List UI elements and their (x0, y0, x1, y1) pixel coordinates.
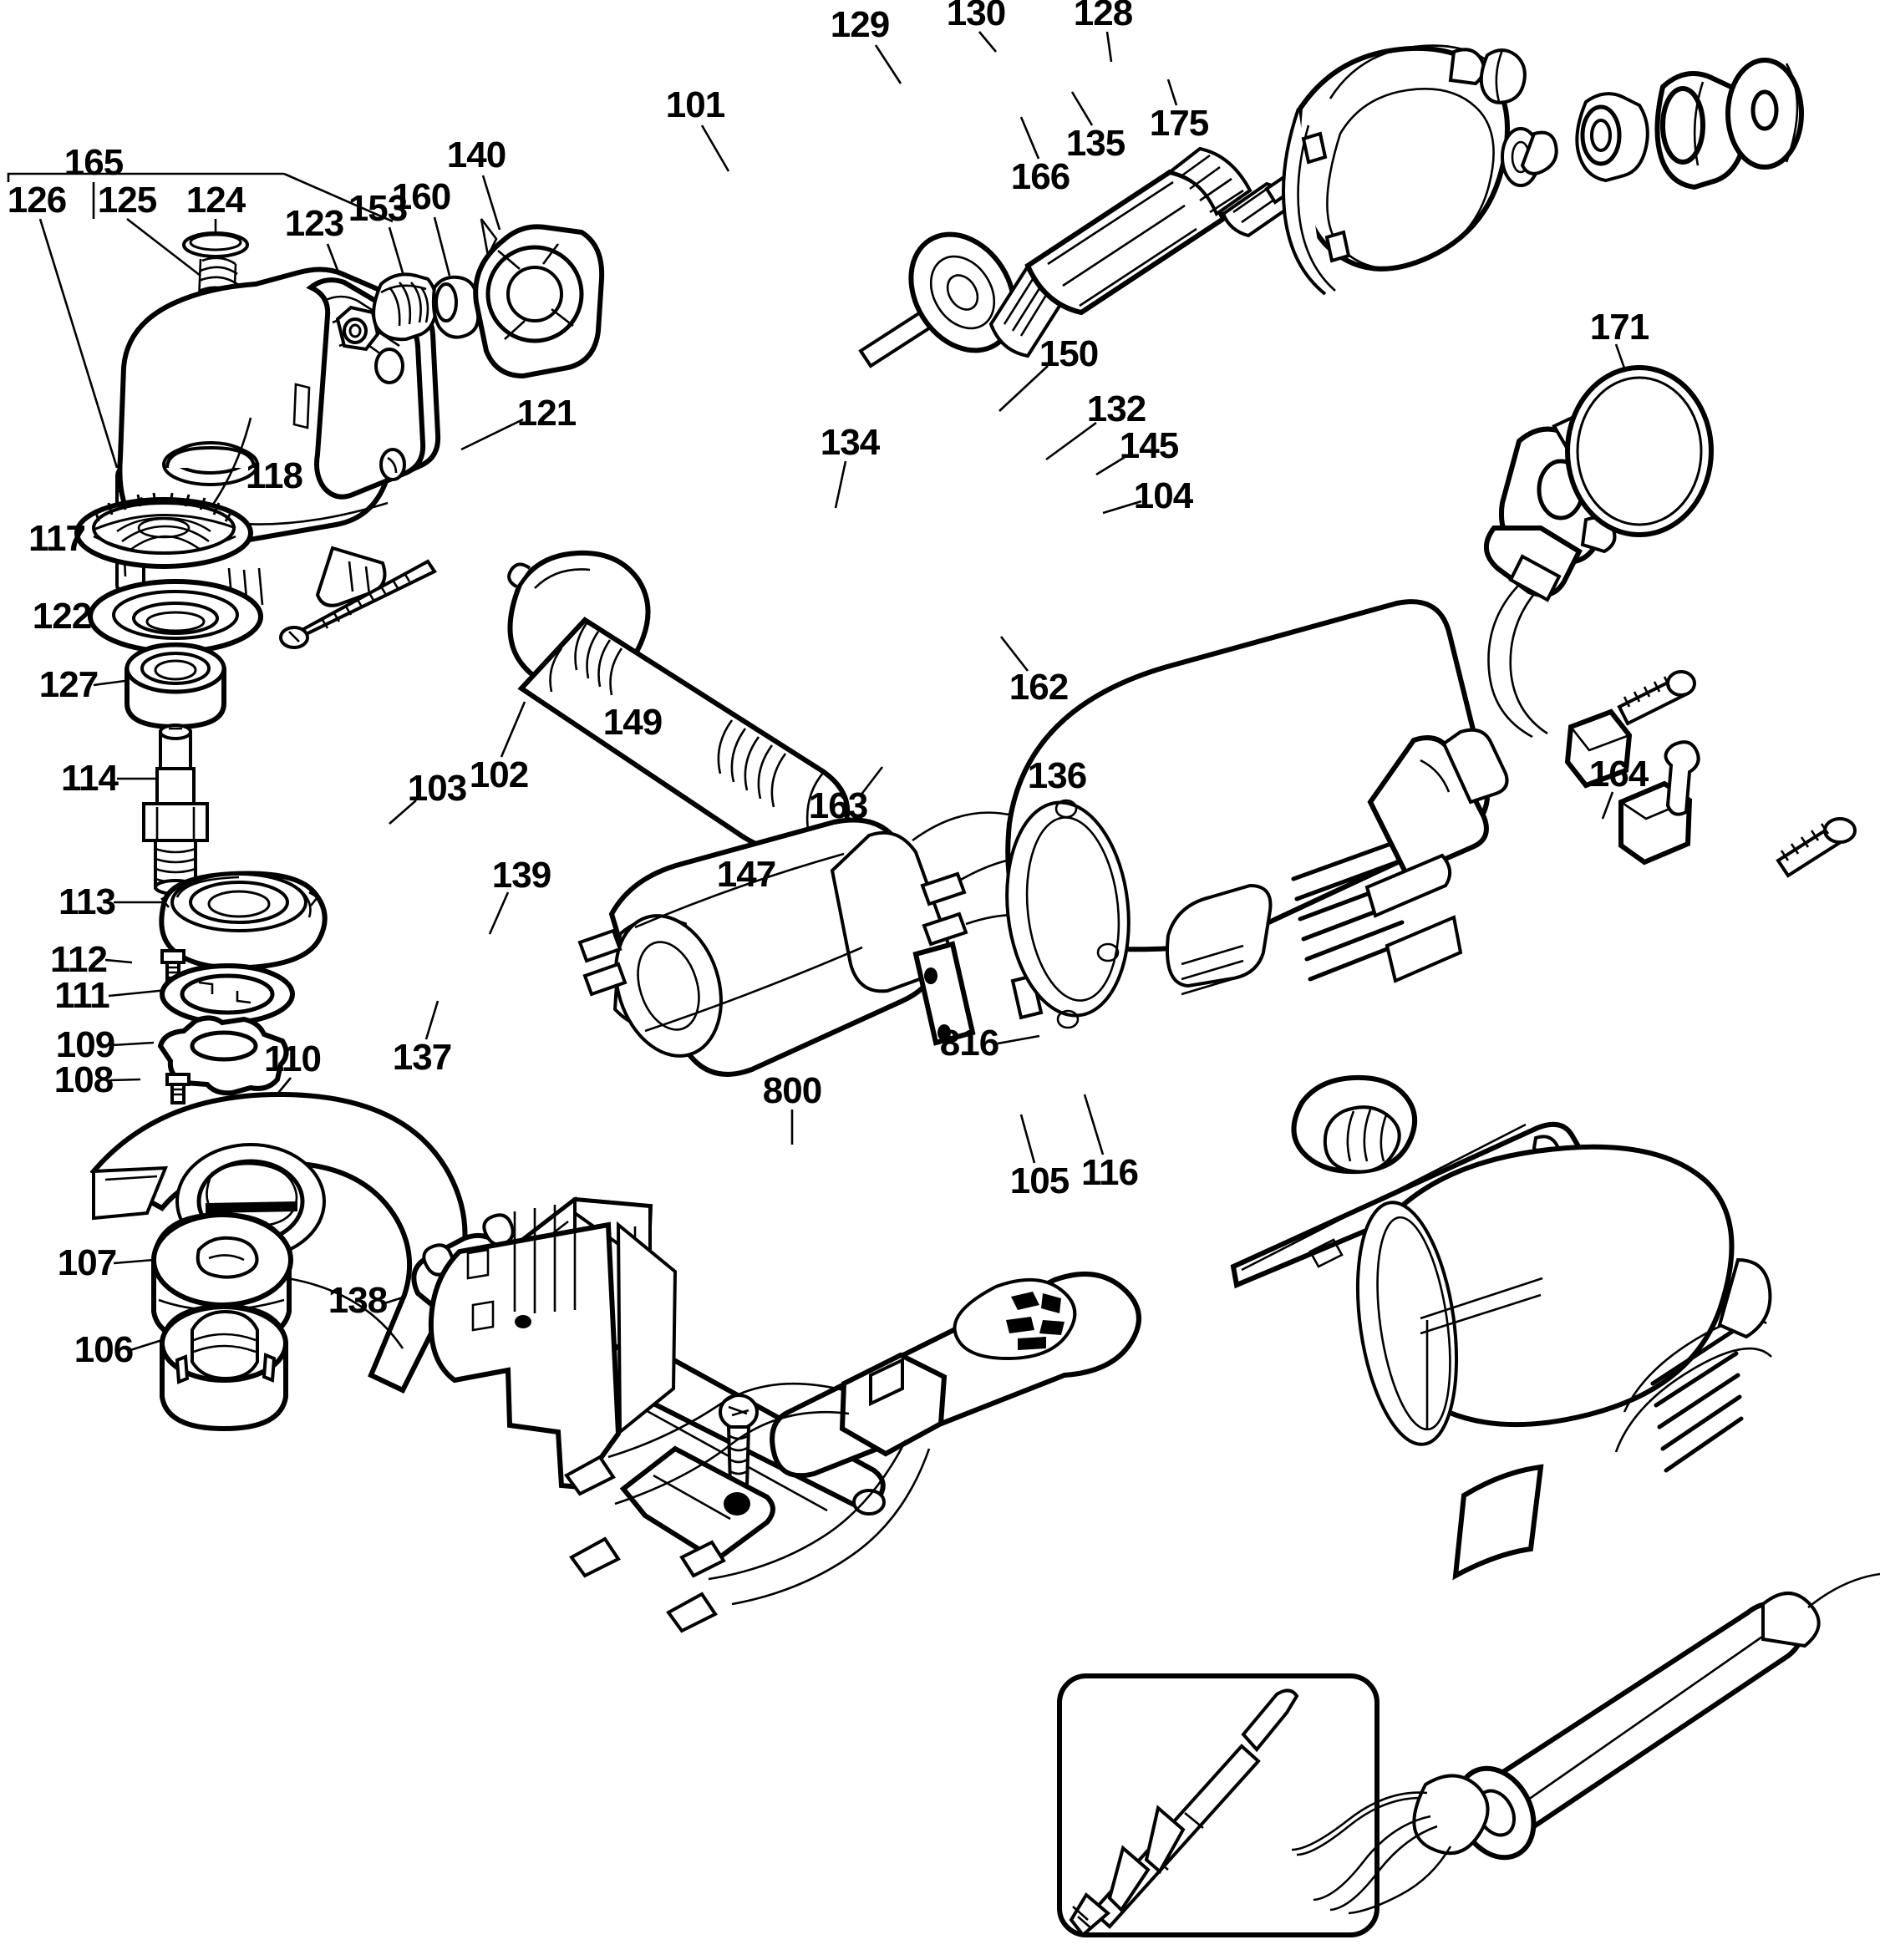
callout-140[interactable]: 140 (446, 135, 506, 175)
callout-163[interactable]: 163 (808, 785, 868, 826)
callout-104[interactable]: 104 (1133, 475, 1193, 516)
part-108-screw (165, 1073, 191, 1104)
callout-109[interactable]: 109 (55, 1024, 115, 1065)
callout-137[interactable]: 137 (392, 1037, 452, 1078)
part-102-field (577, 811, 1114, 1077)
part-140-baffle-plate (473, 218, 605, 379)
callout-132[interactable]: 132 (1086, 388, 1146, 429)
callout-130[interactable]: 130 (946, 0, 1006, 33)
callout-166[interactable]: 166 (1010, 156, 1070, 197)
part-149-terminal-insulator (912, 941, 976, 1046)
part-147-switch-assembly (564, 1271, 1141, 1633)
part-134-motor-housing (1005, 599, 1509, 1029)
part-118-screw (279, 559, 437, 649)
callout-160[interactable]: 160 (391, 176, 451, 217)
callout-128[interactable]: 128 (1073, 0, 1133, 33)
callout-135[interactable]: 135 (1065, 123, 1125, 164)
callout-112[interactable]: 112 (50, 939, 108, 980)
callout-118[interactable]: 118 (246, 455, 303, 496)
part-123-nut (335, 305, 380, 352)
callout-111[interactable]: 111 (54, 975, 110, 1016)
callout-117[interactable]: 117 (28, 518, 86, 559)
part-153-pinion-gear (372, 272, 439, 342)
callout-102[interactable]: 102 (469, 754, 529, 795)
callout-125[interactable]: 125 (97, 180, 157, 221)
callout-105[interactable]: 105 (1009, 1160, 1070, 1201)
part-145-screw (1617, 670, 1696, 726)
part-104-carbon-brush (1618, 740, 1700, 866)
part-113-bearing-plate (159, 871, 328, 971)
part-116-power-cord (1480, 1572, 1880, 1835)
part-136-rear-housing-cover (1355, 1144, 1772, 1473)
callout-121[interactable]: 121 (516, 393, 577, 434)
part-101-armature (858, 144, 1339, 368)
part-111-retaining-ring (160, 963, 295, 1025)
callout-800[interactable]: 800 (762, 1070, 822, 1111)
callout-138[interactable]: 138 (328, 1280, 388, 1321)
callout-116[interactable]: 116 (1081, 1152, 1139, 1193)
part-163-switch-button (1291, 1074, 1417, 1175)
callout-162[interactable]: 162 (1009, 667, 1069, 708)
part-114-spindle (142, 724, 209, 896)
callout-106[interactable]: 106 (74, 1329, 134, 1370)
callout-110[interactable]: 110 (264, 1038, 322, 1079)
part-130-plug-button (1479, 48, 1527, 104)
callout-122[interactable]: 122 (32, 596, 92, 637)
part-128-bearing-retainer (1654, 71, 1750, 190)
part-800-accessory-kit (1057, 1673, 1380, 1937)
part-175-washer (1725, 58, 1804, 170)
callout-127[interactable]: 127 (38, 664, 99, 705)
callout-175[interactable]: 175 (1149, 103, 1209, 144)
callout-164[interactable]: 164 (1588, 754, 1649, 795)
callout-101[interactable]: 101 (665, 84, 725, 125)
callout-124[interactable]: 124 (185, 180, 246, 221)
part-122-seal (88, 579, 263, 654)
callout-113[interactable]: 113 (58, 881, 116, 922)
part-124-o-ring (182, 231, 249, 258)
callout-139[interactable]: 139 (491, 855, 551, 896)
callout-103[interactable]: 103 (407, 768, 467, 809)
part-127-ball-bearing (124, 642, 226, 730)
callout-147[interactable]: 147 (716, 854, 776, 895)
part-117-gear-set (74, 492, 253, 569)
callout-114[interactable]: 114 (61, 758, 119, 799)
callout-171[interactable]: 171 (1589, 307, 1649, 348)
part-135-ball-bearing (1575, 92, 1649, 183)
callout-150[interactable]: 150 (1039, 333, 1099, 374)
callout-136[interactable]: 136 (1027, 755, 1087, 796)
part-816-nameplate-label (1452, 1464, 1544, 1581)
callout-145[interactable]: 145 (1119, 425, 1179, 466)
callout-153[interactable]: 153 (348, 188, 408, 229)
callout-134[interactable]: 134 (820, 422, 880, 463)
part-164-screw (1776, 817, 1857, 878)
part-171-o-ring-seal (1565, 365, 1714, 537)
part-129-field-cover (1282, 44, 1510, 296)
callout-123[interactable]: 123 (284, 203, 344, 244)
part-160-bearing-sleeve (431, 275, 480, 339)
callout-108[interactable]: 108 (53, 1059, 114, 1100)
callout-149[interactable]: 149 (602, 702, 663, 743)
part-105-strain-relief (1291, 1765, 1537, 1915)
part-121-side-handle (507, 550, 851, 889)
callout-816[interactable]: 816 (939, 1023, 999, 1064)
part-109-lock-plate (157, 1015, 289, 1096)
callout-129[interactable]: 129 (830, 4, 890, 45)
callout-107[interactable]: 107 (57, 1242, 117, 1283)
callout-165[interactable]: 165 (64, 142, 124, 183)
part-166-bearing-cap (1501, 127, 1558, 187)
part-106-clamp-nut (160, 1303, 288, 1432)
part-137-switch-housing (428, 1201, 775, 1560)
callout-126[interactable]: 126 (7, 180, 67, 221)
